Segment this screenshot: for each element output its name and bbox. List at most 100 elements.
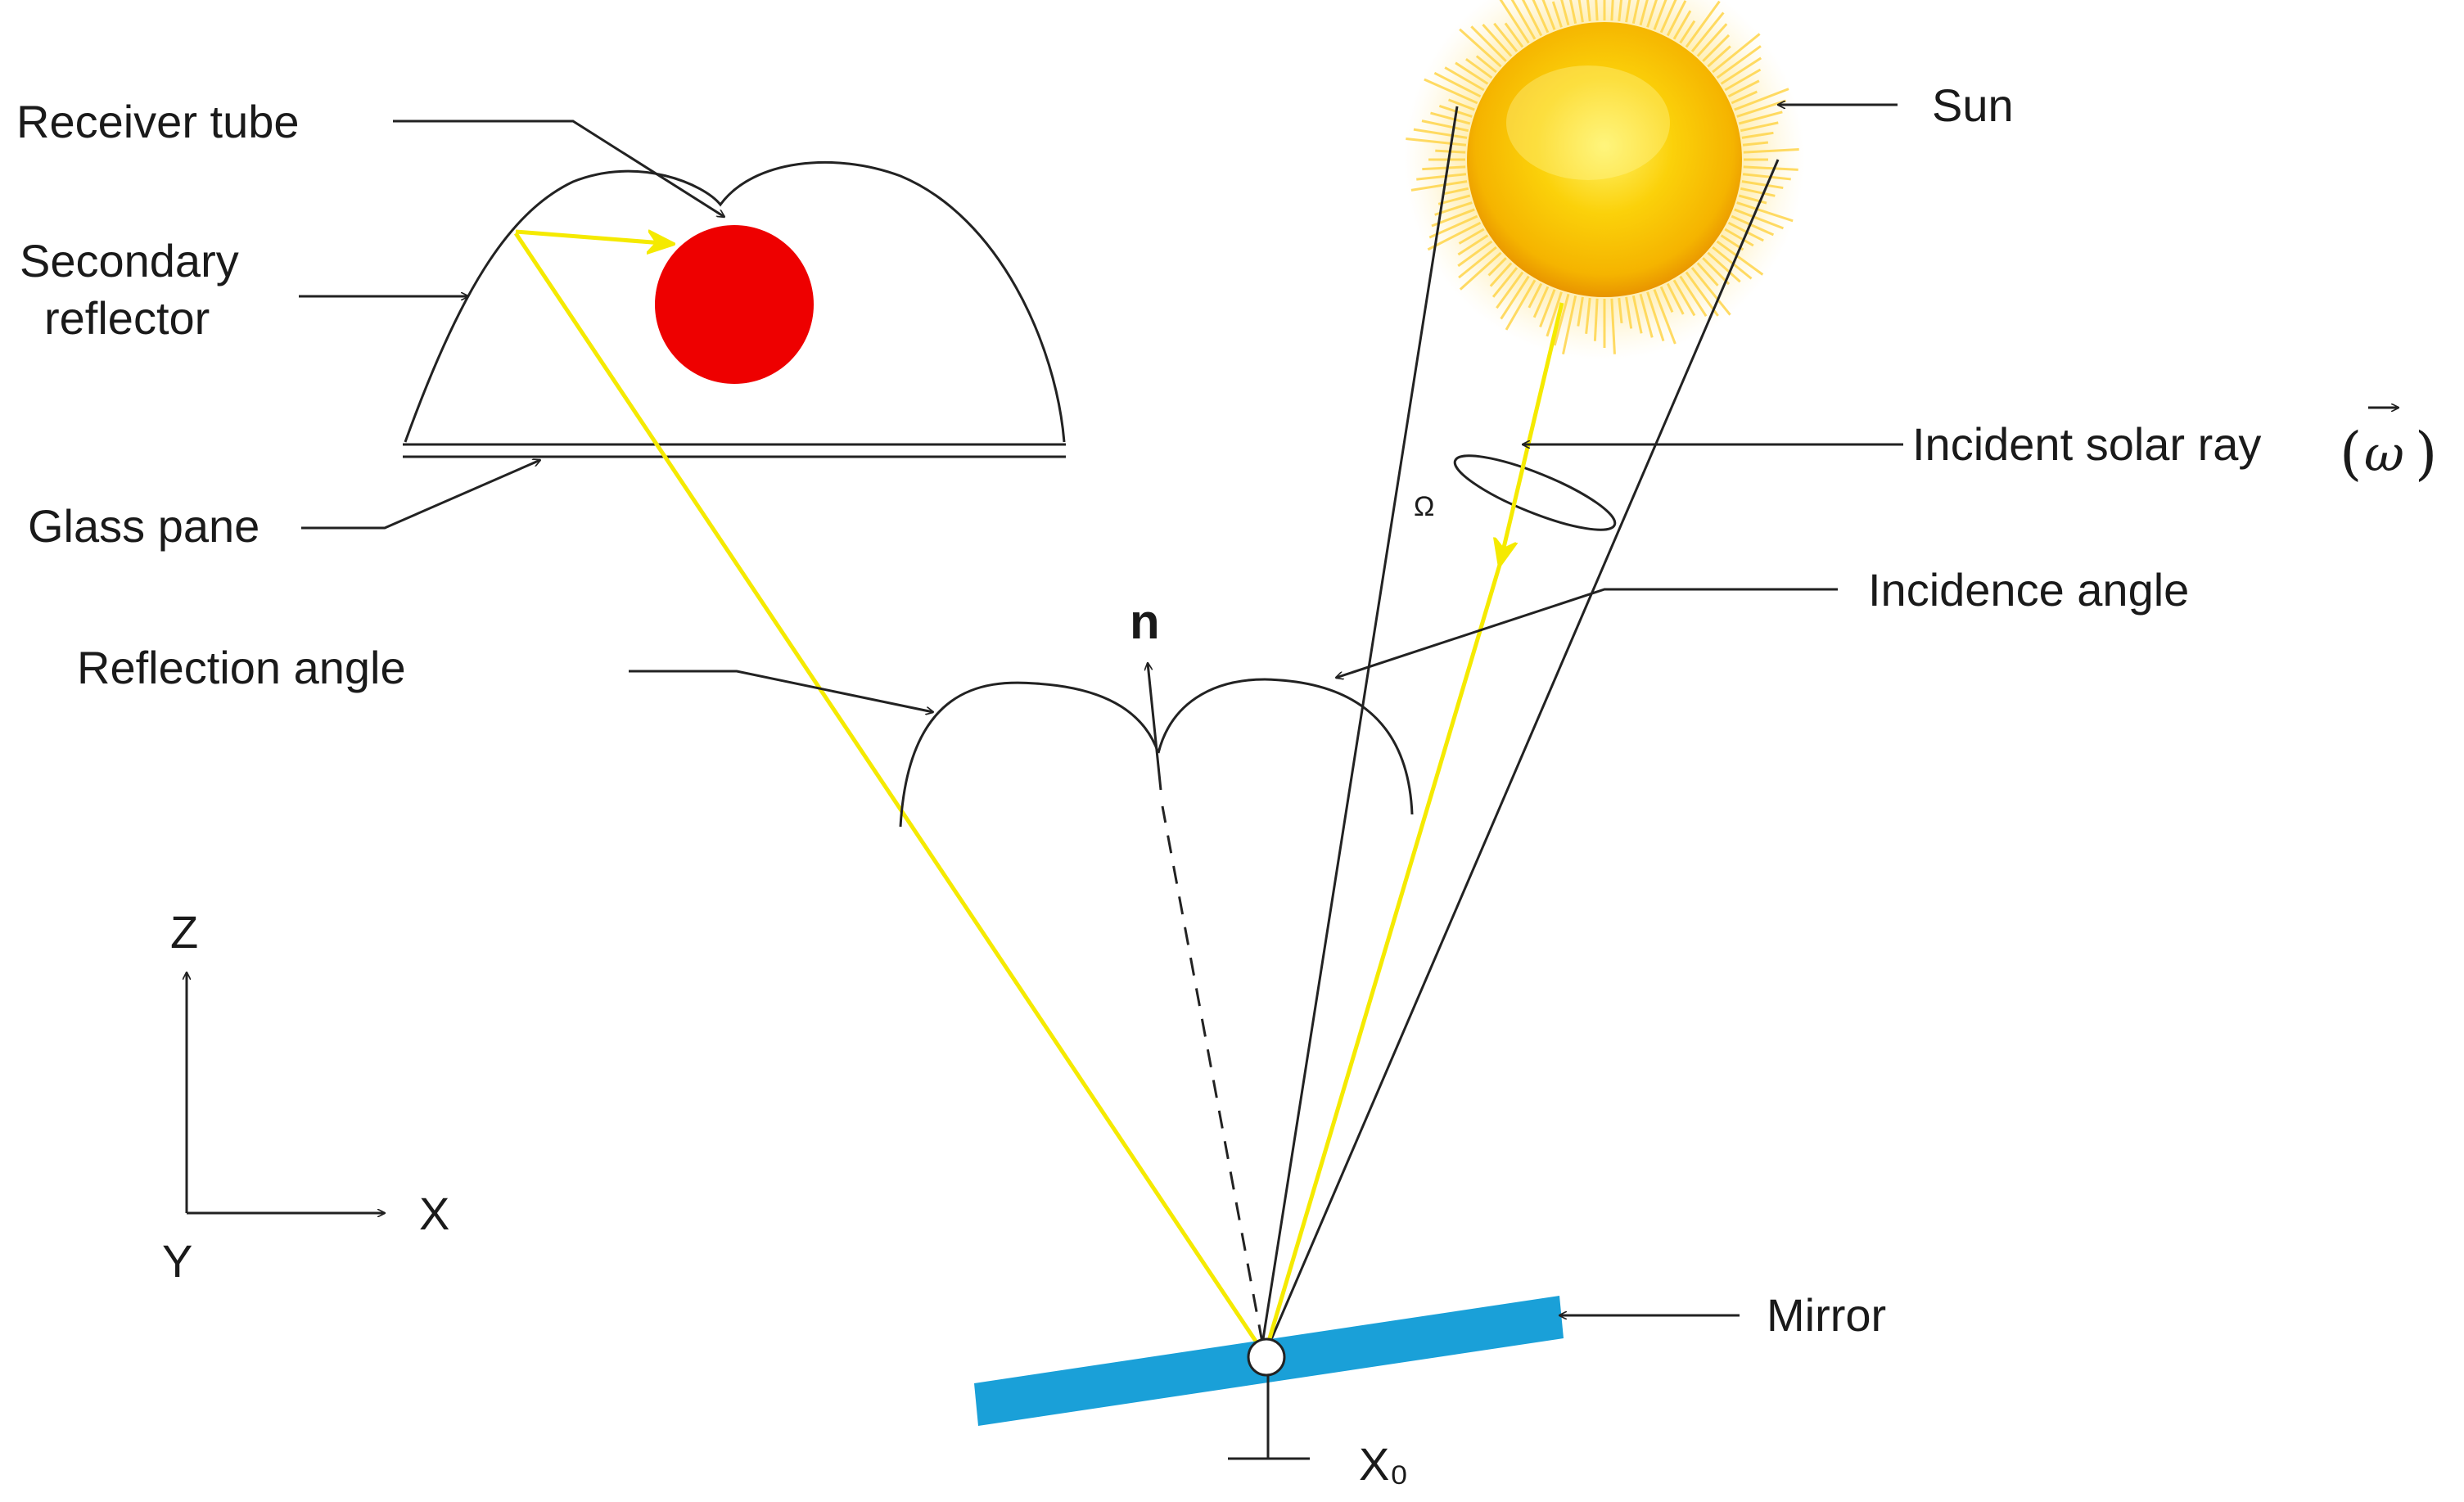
sun-corona-spike: [1659, 286, 1674, 313]
sun-corona-spike: [1475, 55, 1497, 74]
label-normal: n: [1130, 594, 1160, 649]
sun-corona-spike: [1424, 78, 1478, 105]
sun-corona-spike: [1493, 22, 1519, 52]
sun-corona-spike: [1690, 267, 1731, 316]
sun-corona-spike: [1742, 141, 1769, 147]
sun-corona-spike: [1736, 201, 1794, 223]
glass-pane-leader: [301, 460, 540, 530]
sun-corona-spike: [1510, 0, 1537, 40]
label-reflection-angle: Reflection angle: [77, 642, 406, 693]
sun-corona-spike: [1546, 291, 1563, 337]
mirror-pivot: [1247, 1337, 1286, 1377]
sun-corona-spike: [1416, 173, 1467, 181]
sun-corona-spike: [1743, 148, 1799, 154]
sun-corona-spike: [1455, 61, 1489, 85]
sun-corona-spike: [1491, 267, 1519, 298]
sun-corona-spike: [1625, 296, 1633, 329]
sun-corona-spike: [1569, 0, 1577, 25]
sun-corona-spike: [1707, 45, 1731, 68]
sun-corona-spike: [1458, 228, 1485, 245]
sun-corona-spike: [1487, 257, 1507, 277]
sun-corona-spike: [1421, 120, 1469, 133]
sun-corona-spike: [1541, 0, 1556, 30]
sun-corona-spike: [1465, 57, 1493, 79]
sun-corona-spike: [1500, 275, 1530, 320]
sun-corona-spike: [1459, 28, 1502, 68]
sun-corona-spike: [1707, 251, 1741, 283]
sun-corona-spike: [1727, 79, 1760, 98]
sun-corona-spike: [1724, 228, 1754, 247]
sun-corona-spike: [1738, 194, 1767, 205]
sun-corona-spike: [1653, 0, 1667, 30]
sun-corona-spike: [1406, 138, 1467, 147]
sun-corona-spike: [1702, 257, 1731, 286]
secondary-reflector-assembly: [403, 160, 1066, 458]
sun-corona-spike: [1631, 0, 1640, 25]
label-mirror-position: X₀: [1359, 1438, 1409, 1490]
secondary-reflector-shape: [404, 160, 1066, 443]
sun-corona-spike: [1696, 23, 1728, 57]
label-incident-omega: ω: [2364, 426, 2404, 483]
incidence-angle-leader: [1336, 588, 1838, 678]
sun-corona-spike: [1679, 275, 1708, 318]
sun-corona-spike: [1741, 131, 1774, 139]
sun-corona-spike: [1459, 251, 1502, 291]
sun-corona-spike: [1586, 0, 1591, 22]
reflection-angle-arc: [899, 681, 1160, 828]
incident-ray-segment-2: [1262, 564, 1502, 1355]
incident-ray-segment-1: [1500, 302, 1564, 565]
sun-corona-spike: [1740, 187, 1776, 197]
incidence-angle-arc: [1157, 678, 1414, 815]
sun-corona-spike: [1496, 271, 1524, 309]
sun-corona-spike: [1539, 289, 1556, 327]
sun-corona-spike: [1442, 187, 1469, 196]
sun-corona-spike: [1659, 0, 1677, 34]
label-axis-z: Z: [170, 906, 198, 958]
sun-corona-spike: [1716, 45, 1762, 79]
sun-corona-spike: [1422, 165, 1466, 171]
sun-corona-spike: [1437, 194, 1471, 205]
mirror: [974, 1296, 1564, 1460]
sun-corona-spike: [1639, 293, 1654, 338]
sun-corona-spike: [1499, 0, 1530, 44]
sun-corona-spike: [1433, 71, 1482, 98]
sun-corona-spike: [1731, 90, 1758, 105]
label-mirror: Mirror: [1767, 1289, 1886, 1341]
sun-corona-spike: [1712, 33, 1761, 74]
sun-corona-spike: [1470, 25, 1507, 62]
sun-corona-spike: [1577, 0, 1584, 23]
sun-corona-spike: [1672, 10, 1692, 40]
sun-corona-spike: [1532, 0, 1550, 34]
solid-angle-ellipse: [1453, 454, 1617, 531]
label-incident-paren-open: (: [2340, 420, 2362, 487]
sun-corona-spike: [1653, 289, 1677, 345]
sun-corona-spike: [1679, 20, 1696, 44]
sun-corona-spike: [1521, 0, 1543, 37]
reflection-angle-leader: [629, 670, 933, 712]
sun-corona-spike: [1646, 0, 1658, 28]
sun-corona-spike: [1716, 240, 1764, 276]
sun-corona-spike: [1740, 121, 1779, 133]
sun-corona-spike: [1625, 0, 1631, 23]
label-secondary-reflector-2: reflector: [44, 292, 210, 344]
sun-corona-spike: [1639, 0, 1649, 26]
sun-corona-spike: [1482, 24, 1513, 57]
coordinate-axes: [187, 972, 385, 1213]
label-incidence-angle: Incidence angle: [1868, 564, 2189, 616]
label-receiver-tube: Receiver tube: [16, 96, 300, 147]
sun-corona-spike: [1553, 293, 1570, 346]
label-incident-solar-ray: Incident solar ray: [1912, 418, 2261, 470]
sun-corona-spike: [1724, 68, 1762, 92]
sun-corona-spike: [1731, 214, 1775, 237]
label-solid-angle: Ω: [1414, 491, 1434, 522]
normal-dashed-line: [1161, 805, 1264, 1343]
sun-corona-spike: [1712, 246, 1753, 280]
reflected-ray-inside: [515, 232, 673, 244]
sun-corona-spike: [1690, 11, 1725, 52]
label-sun: Sun: [1932, 79, 2014, 131]
sun-corona-spike: [1734, 208, 1784, 230]
sun-corona-spike: [1618, 297, 1623, 324]
sun-corona-spike: [1457, 240, 1493, 268]
sun-corona-spike: [1742, 173, 1791, 181]
sun-corona-spike: [1593, 298, 1599, 341]
